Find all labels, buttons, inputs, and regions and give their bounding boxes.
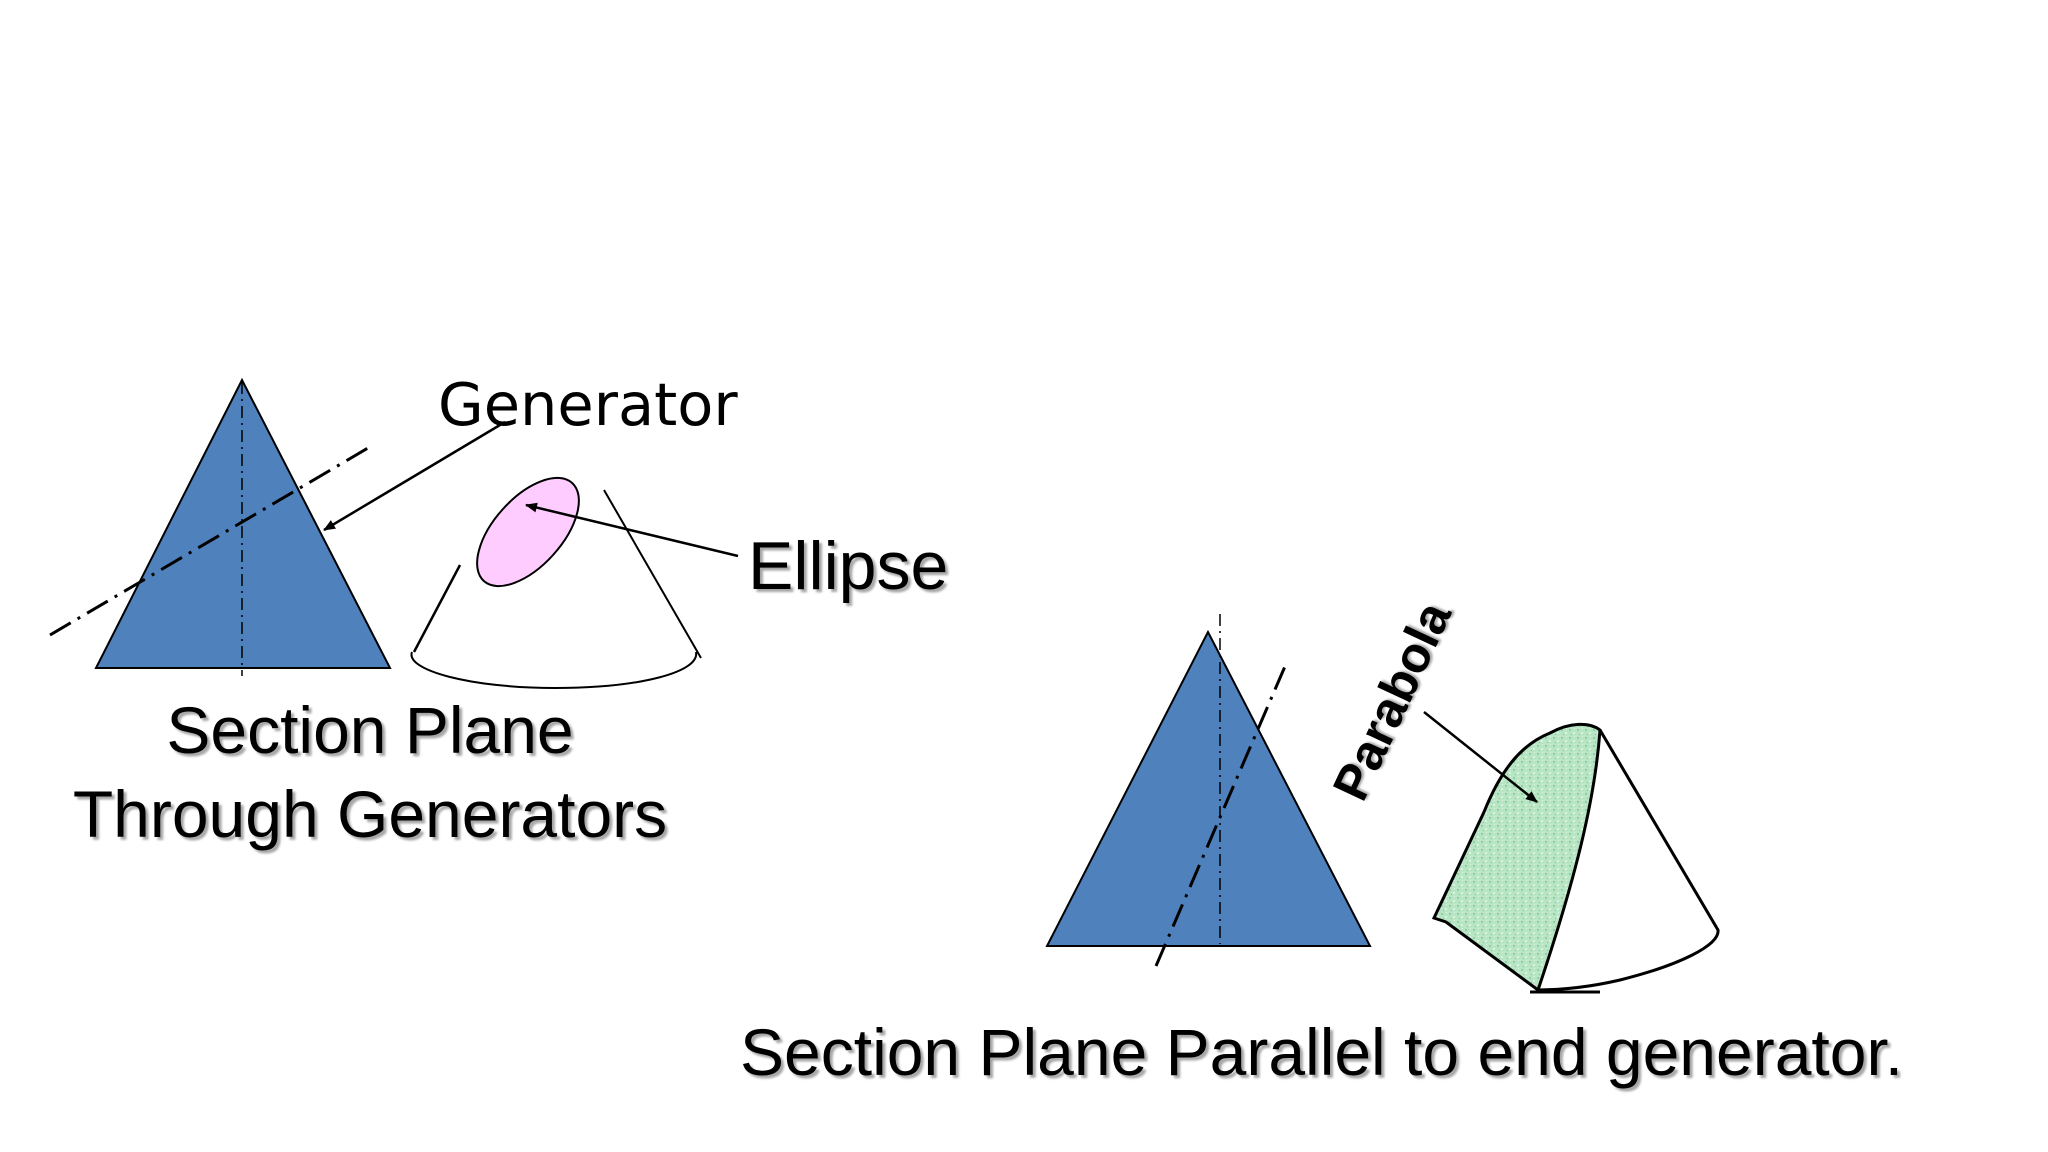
parabola-section (1431, 722, 1602, 993)
generator-label: Generator (438, 370, 738, 439)
left-caption: Section Plane Through Generators (50, 688, 690, 856)
left-cone-truncated (410, 476, 702, 690)
left-cone-triangle (94, 377, 392, 669)
generator-arrow (323, 420, 506, 532)
left-cone-right-generator (603, 489, 702, 659)
right-cone-front-view (1045, 614, 1372, 967)
left-cone-base-curve (410, 651, 698, 690)
right-caption: Section Plane Parallel to end generator. (740, 1015, 1904, 1089)
ellipse-arrow (525, 502, 739, 558)
left-caption-line1: Section Plane (166, 693, 574, 767)
ellipse-label: Ellipse (748, 528, 949, 604)
parabola-arrow (1423, 711, 1538, 803)
left-section-plane-line (49, 446, 369, 637)
left-cone-left-generator (412, 564, 462, 653)
left-caption-line2: Through Generators (72, 777, 668, 851)
right-cone-outline (1535, 729, 1720, 992)
right-cone-with-parabola (1431, 722, 1720, 994)
right-section-plane-line (1154, 663, 1288, 967)
ellipse-section (476, 476, 580, 588)
right-cone-triangle (1045, 629, 1372, 947)
left-cone-front-view (49, 377, 392, 676)
